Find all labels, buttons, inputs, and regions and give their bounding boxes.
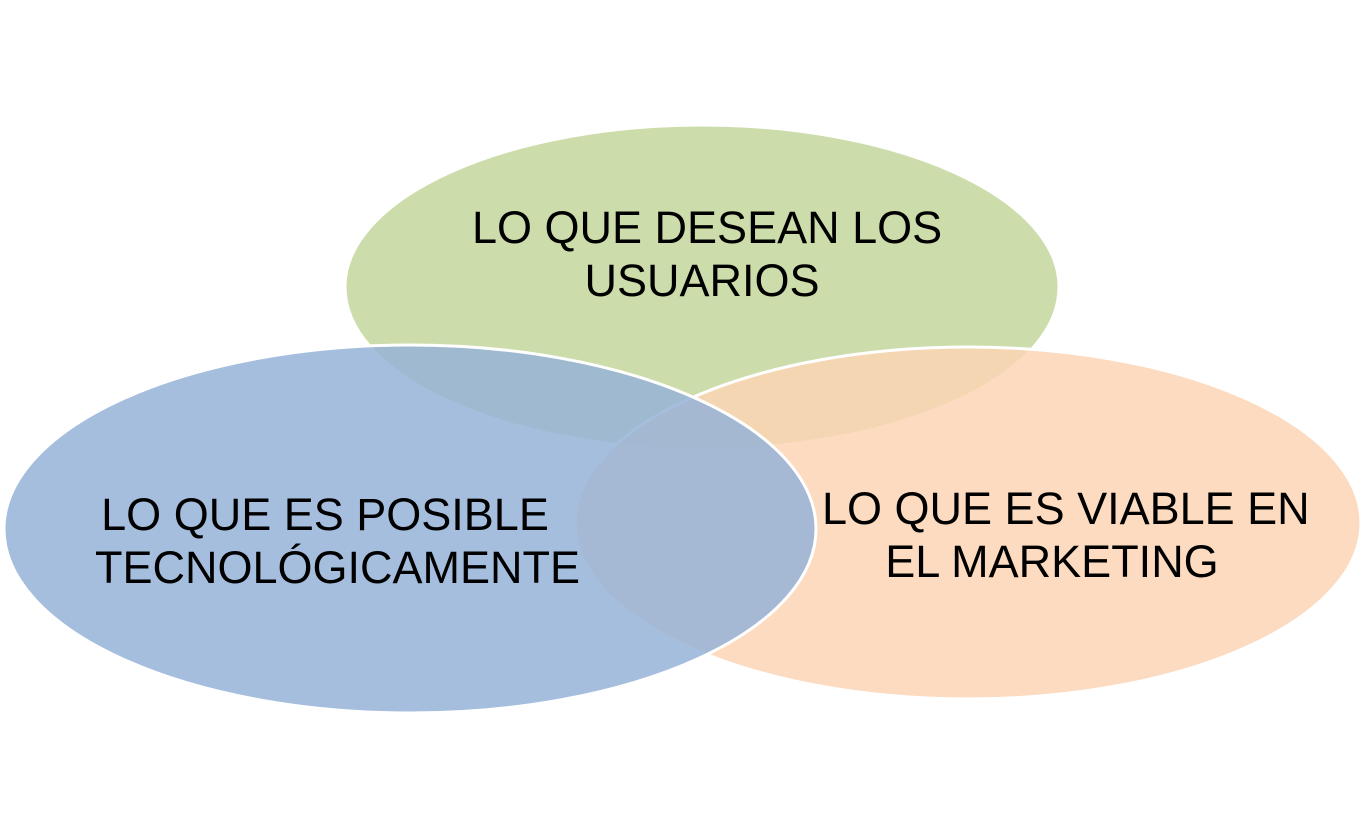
users-label: LO QUE DESEAN LOS USUARIOS [472,201,943,307]
technology-label-line-2: TECNOLÓGICAMENTE [95,542,581,593]
technology-ellipse [2,343,818,715]
technology-label: LO QUE ES POSIBLE TECNOLÓGICAMENTE [95,488,581,594]
users-label-line-2: USUARIOS [584,255,820,306]
technology-label-line-1: LO QUE ES POSIBLE [101,489,549,540]
users-label-line-1: LO QUE DESEAN LOS [472,202,943,253]
marketing-label-line-1: LO QUE ES VIABLE EN [822,483,1310,534]
marketing-label-line-2: EL MARKETING [885,536,1219,587]
marketing-label: LO QUE ES VIABLE EN EL MARKETING [822,482,1310,588]
